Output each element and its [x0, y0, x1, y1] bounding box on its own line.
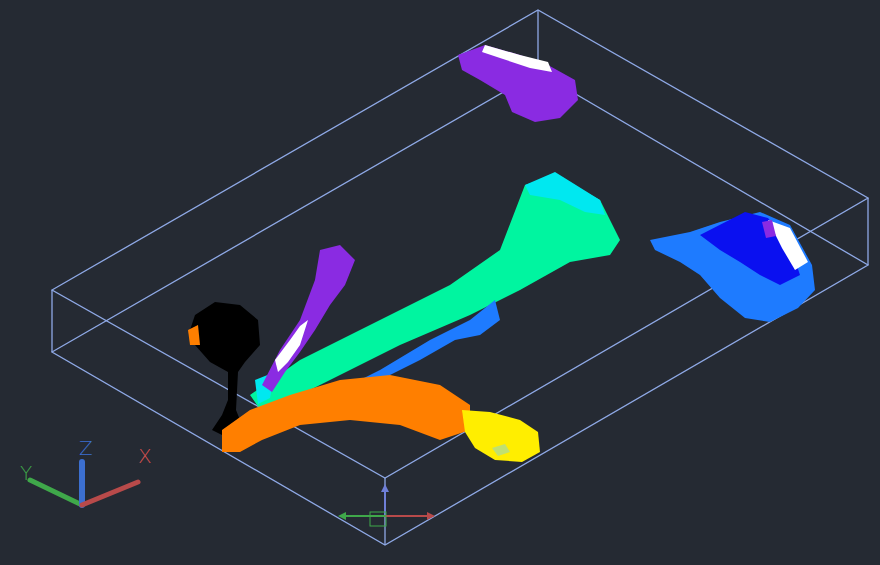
bounding-box	[52, 10, 868, 545]
voxel-region	[262, 245, 355, 392]
axis-triad	[30, 462, 138, 505]
axis-triad	[338, 484, 435, 526]
axis-label: Z	[79, 438, 93, 458]
voxel-region	[650, 212, 815, 322]
voxel-region	[250, 172, 620, 412]
axis-label: X	[138, 446, 152, 466]
voxel-region	[222, 375, 470, 452]
voxel-region	[458, 45, 578, 122]
voxel-region	[462, 410, 540, 462]
axis-label: Y	[20, 463, 32, 483]
